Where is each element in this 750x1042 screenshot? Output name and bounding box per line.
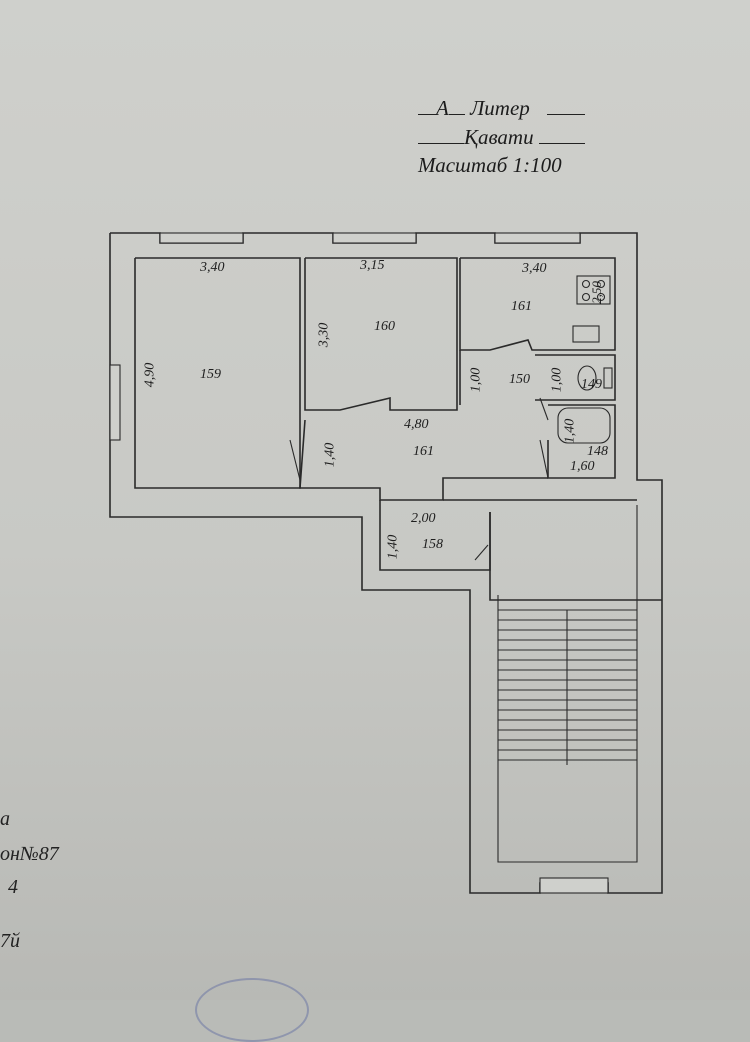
bath-number: 148	[587, 444, 608, 459]
margin-fragment-2: он№87	[0, 843, 59, 865]
kitchen-depth: 2,50	[588, 281, 604, 304]
hall-width: 4,80	[404, 417, 429, 432]
stamp-seal	[195, 978, 309, 1042]
floor-plan	[109, 232, 663, 894]
room-b-number: 160	[374, 319, 395, 334]
floor-label: Қавати	[464, 125, 534, 149]
closet-number: 150	[509, 372, 530, 387]
entry-depth: 1,40	[385, 534, 401, 560]
wc-width: 1,00	[549, 367, 565, 393]
room-a-depth: 4,90	[142, 362, 158, 388]
liter-line: А Литер	[418, 96, 586, 121]
staircase	[498, 609, 637, 765]
liter-value: А	[436, 96, 449, 120]
liter-label: Литер	[470, 96, 530, 120]
margin-fragment-3: 4	[8, 876, 18, 898]
bath-width: 1,60	[570, 459, 595, 474]
room-a-number: 159	[200, 367, 221, 382]
wc-number: 149	[581, 377, 602, 392]
entry-number: 158	[422, 537, 443, 552]
room-b-depth: 3,30	[316, 322, 332, 348]
room-a-width: 3,40	[200, 260, 225, 275]
entry-width: 2,00	[411, 511, 436, 526]
margin-fragment-4: 7й	[0, 930, 20, 952]
floor-line: Қавати	[418, 125, 585, 150]
margin-fragment-1: а	[0, 808, 10, 830]
hall-depth: 1,40	[322, 442, 338, 468]
kitchen-width: 3,40	[522, 261, 547, 276]
kitchen-number: 161	[511, 299, 532, 314]
scale-line: Масштаб 1:100	[418, 153, 562, 177]
bath-depth: 1,40	[562, 418, 578, 444]
hall-number: 161	[413, 444, 434, 459]
room-b-width: 3,15	[360, 258, 385, 273]
closet-width: 1,00	[468, 367, 484, 393]
